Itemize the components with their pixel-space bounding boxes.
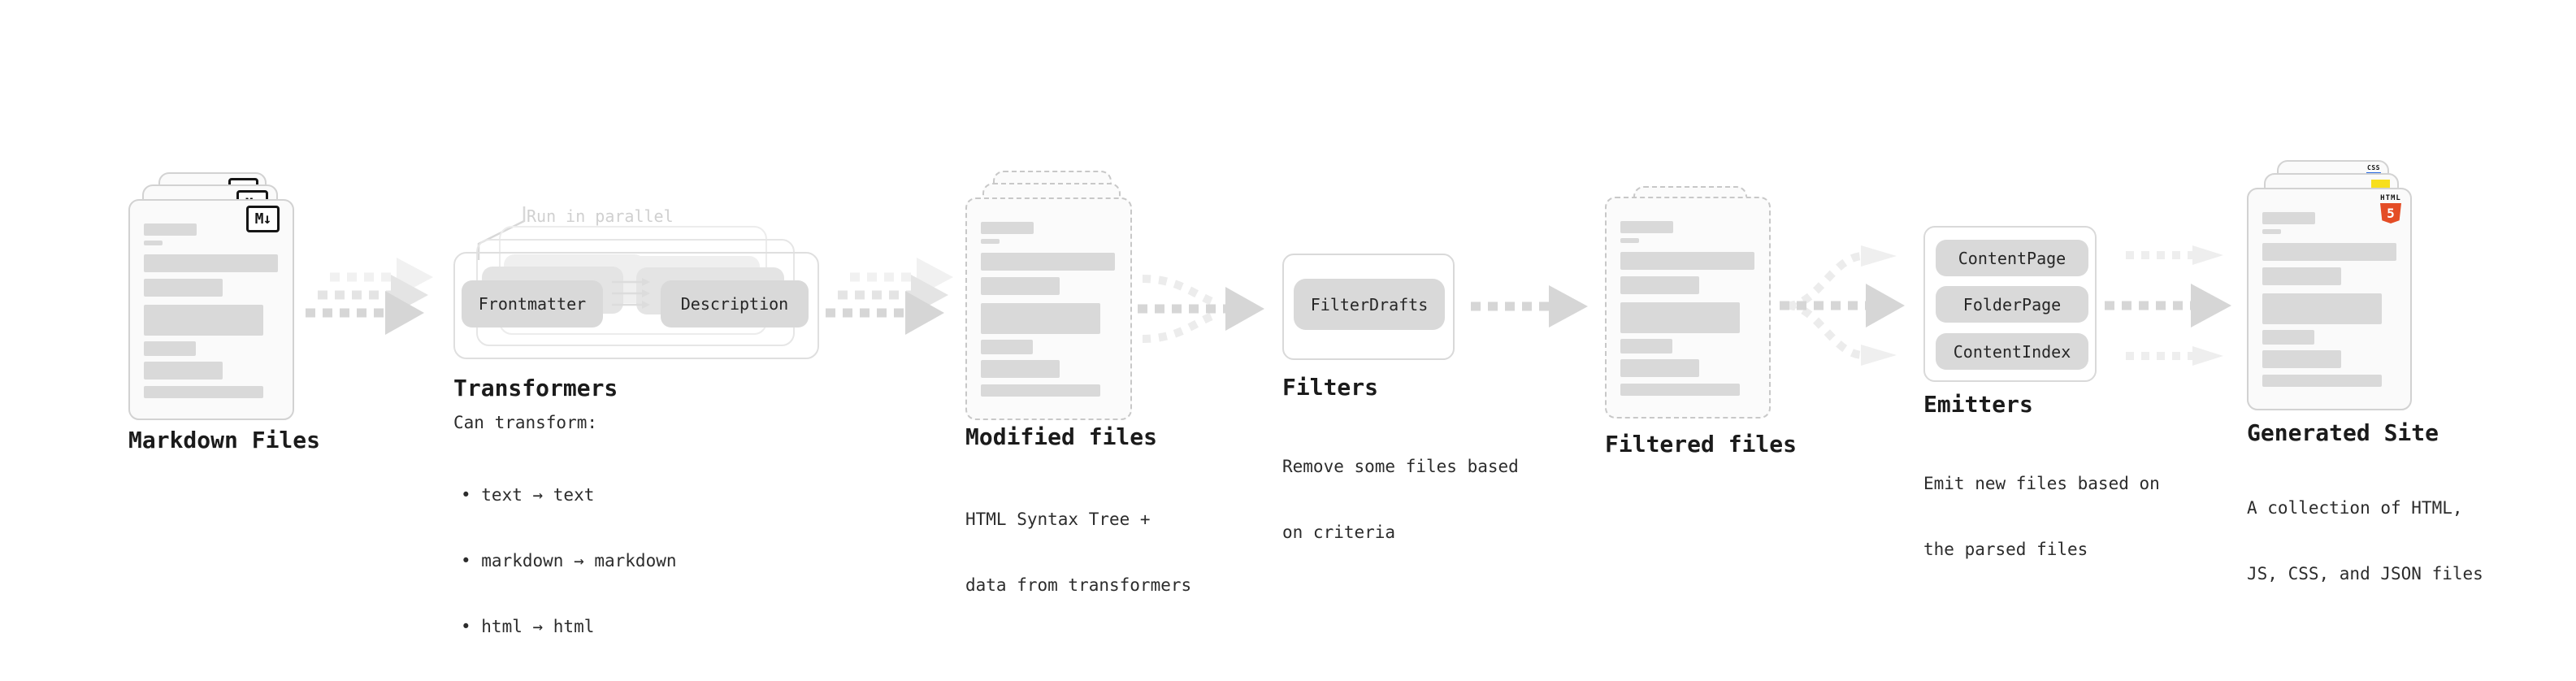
converge-arrow-icon: [1138, 275, 1264, 343]
placeholder-bar: [981, 360, 1060, 378]
placeholder-bar: [2262, 229, 2281, 234]
placeholder-bar: [2262, 212, 2315, 224]
flow-arrow-icon: [1471, 285, 1588, 327]
placeholder-bar: [144, 254, 278, 272]
html5-icon-label: HTML: [2380, 194, 2401, 202]
js-icon: [2371, 180, 2390, 190]
transformers-title: Transformers: [453, 375, 618, 401]
filters-subtitle: Remove some files based on criteria: [1282, 412, 1519, 588]
filters-title: Filters: [1282, 374, 1379, 401]
markdown-files-title: Markdown Files: [128, 427, 321, 453]
pill-frontmatter: Frontmatter: [462, 280, 603, 327]
html5-icon: HTML 5: [2379, 194, 2402, 223]
placeholder-bar: [144, 386, 263, 398]
transformers-bullets: • text → text • markdown → markdown • ht…: [461, 440, 677, 681]
placeholder-bar: [981, 340, 1033, 354]
diverge-arrow-icon: [1780, 245, 1905, 366]
html5-icon-shield: 5: [2380, 203, 2401, 223]
placeholder-bar: [144, 362, 223, 380]
flow-arrow-icon: [826, 258, 953, 335]
placeholder-bar: [1620, 252, 1754, 270]
transformers-bullet: • html → html: [461, 617, 595, 636]
placeholder-bar: [144, 305, 263, 336]
file-card-front: M↓: [128, 199, 294, 420]
filtered-files-title: Filtered files: [1605, 431, 1798, 458]
pill-contentindex: ContentIndex: [1936, 333, 2088, 370]
file-content-placeholder: [2262, 212, 2396, 387]
subtitle-line: HTML Syntax Tree +: [965, 510, 1151, 529]
subtitle-line: on criteria: [1282, 523, 1396, 542]
placeholder-bar: [981, 239, 1000, 244]
file-card-front: [965, 197, 1132, 420]
file-content-placeholder: [981, 222, 1115, 397]
transformers-heading: Can transform:: [453, 413, 598, 432]
placeholder-bar: [981, 253, 1115, 271]
modified-files-subtitle: HTML Syntax Tree + data from transformer…: [965, 465, 1191, 640]
subtitle-line: A collection of HTML,: [2247, 498, 2463, 518]
modified-files-title: Modified files: [965, 423, 1158, 450]
generated-site-title: Generated Site: [2247, 419, 2439, 446]
run-in-parallel-note: Run in parallel: [527, 206, 674, 226]
placeholder-bar: [1620, 276, 1699, 294]
pill-contentpage: ContentPage: [1936, 240, 2088, 276]
placeholder-bar: [144, 279, 223, 297]
pill-folderpage: FolderPage: [1936, 286, 2088, 323]
file-card-front: HTML 5: [2247, 188, 2412, 410]
subtitle-line: the parsed files: [1923, 540, 2088, 559]
emitters-title: Emitters: [1923, 391, 2033, 418]
subtitle-line: data from transformers: [965, 575, 1192, 595]
subtitle-line: Emit new files based on: [1923, 474, 2160, 493]
placeholder-bar: [1620, 359, 1699, 377]
parallel-mini-arrows-icon: [612, 278, 650, 309]
placeholder-bar: [2262, 293, 2382, 324]
placeholder-bar: [981, 222, 1034, 234]
placeholder-bar: [1620, 221, 1673, 233]
placeholder-bar: [1620, 302, 1740, 333]
emitters-box: ContentPage FolderPage ContentIndex: [1923, 226, 2097, 382]
emitters-subtitle: Emit new files based on the parsed files: [1923, 429, 2160, 605]
css-icon-label: CSS: [2367, 164, 2380, 171]
transformers-bullet: • text → text: [461, 485, 595, 505]
placeholder-bar: [1620, 238, 1639, 243]
transformer-container-front: [453, 252, 819, 359]
placeholder-bar: [144, 241, 163, 245]
pill-description: Description: [661, 280, 809, 327]
placeholder-bar: [144, 341, 196, 356]
placeholder-bar: [981, 277, 1060, 295]
placeholder-bar: [2262, 375, 2382, 387]
triple-arrow-icon: [2105, 245, 2231, 366]
placeholder-bar: [2262, 267, 2341, 285]
placeholder-bar: [981, 303, 1100, 334]
placeholder-bar: [2262, 330, 2314, 345]
file-content-placeholder: [1620, 221, 1754, 396]
placeholder-bar: [2262, 350, 2341, 368]
flow-arrow-icon: [306, 258, 433, 335]
placeholder-bar: [981, 384, 1100, 397]
markdown-icon: M↓: [246, 206, 280, 232]
transformers-bullet: • markdown → markdown: [461, 551, 677, 570]
placeholder-bar: [144, 223, 197, 236]
file-content-placeholder: [144, 223, 278, 398]
placeholder-bar: [2262, 243, 2396, 261]
subtitle-line: Remove some files based: [1282, 457, 1519, 476]
placeholder-bar: [1620, 384, 1740, 396]
placeholder-bar: [1620, 339, 1672, 354]
pill-filterdrafts: FilterDrafts: [1294, 279, 1445, 330]
subtitle-line: JS, CSS, and JSON files: [2247, 564, 2483, 583]
file-card-front: [1605, 197, 1771, 419]
generated-site-subtitle: A collection of HTML, JS, CSS, and JSON …: [2247, 453, 2483, 629]
